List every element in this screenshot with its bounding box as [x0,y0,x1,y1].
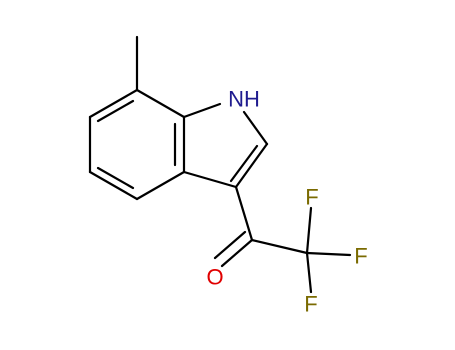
bond-benzene-1 [88,88,139,119]
bond-benzene-6 [135,88,186,119]
atom-label-f-top: F [305,185,318,210]
bonds [88,35,352,294]
atom-label-f-bottom: F [304,292,317,317]
bond-c3-c3a [182,170,238,189]
atom-label-f-right: F [354,244,367,269]
bond-cf3-f-right [305,251,352,257]
bond-benzene-4 [135,170,186,201]
bond-carbonyl-o-1 [220,238,254,268]
bond-c2-c3-double [229,144,259,183]
bond-c3-carbonyl [234,185,254,242]
bond-carbonyl-o-2 [213,230,247,260]
atom-label-o: O [206,265,223,290]
bond-cf3-f-bottom [305,251,313,294]
atom-labels: NH O F F F [206,87,367,317]
bond-benzene-inner-2 [96,166,135,190]
bond-c7a-n [182,102,222,119]
bond-benzene-inner-1 [96,99,135,123]
bond-n-c2 [242,110,269,146]
bond-c2-c3 [234,142,269,189]
bond-carbonyl-cf3 [250,238,309,255]
atom-label-nh: NH [228,87,260,112]
bond-cf3-f-top [305,206,313,255]
bond-benzene-3 [88,170,139,201]
